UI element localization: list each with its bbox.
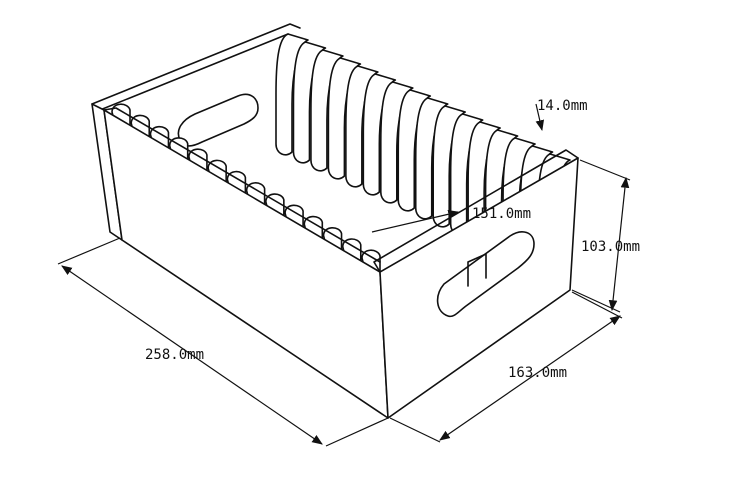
label-width: 163.0mm (508, 365, 567, 381)
dim-length (57, 237, 389, 447)
dim-slot (535, 103, 545, 132)
dim-height (571, 159, 631, 313)
back-handle-cutout (177, 93, 259, 147)
label-slot-pitch: 14.0mm (537, 98, 588, 114)
label-length: 258.0mm (145, 347, 204, 363)
end-handle-cutout (436, 231, 535, 318)
dim-inner (371, 209, 460, 233)
dim-width (389, 291, 623, 443)
back-wall (91, 23, 301, 147)
label-inner-length: 151.0mm (472, 206, 531, 222)
label-height: 103.0mm (581, 239, 640, 255)
divider-fins (275, 33, 571, 276)
right-end-wall (373, 149, 579, 419)
